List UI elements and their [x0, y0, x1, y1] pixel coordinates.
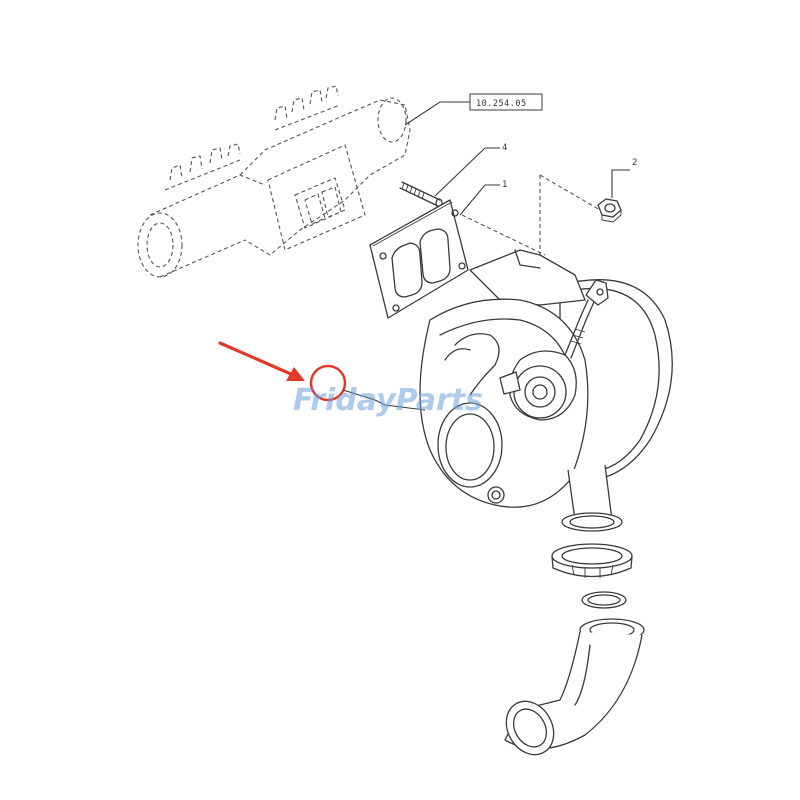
highlight-arrow: [218, 341, 302, 380]
assembly-line: [461, 214, 546, 256]
stud-part: [399, 181, 443, 208]
highlight-annotation: [218, 341, 347, 402]
part-leader-line: [342, 389, 386, 406]
highlight-arrow-head: [286, 367, 305, 381]
reference-label: 10.254.05: [476, 99, 527, 109]
part-leader-line: [384, 404, 426, 411]
reference-label-box[interactable]: [469, 93, 543, 111]
assembly-line: [539, 174, 601, 211]
exhaust-manifold: [137, 85, 411, 278]
callout-2-label[interactable]: 2: [632, 158, 637, 168]
callout-4-leader: [434, 147, 500, 197]
callout-4-label[interactable]: 4: [502, 143, 507, 153]
elbow-hose: [504, 618, 645, 756]
o-ring-seal: [581, 591, 627, 609]
gasket-part: [369, 199, 469, 319]
callout-2-leader: [611, 169, 630, 198]
callout-1-leader: [459, 184, 500, 216]
highlight-circle: [309, 364, 347, 402]
watermark-text: FridayParts: [293, 383, 483, 418]
outlet-clamp: [551, 543, 633, 578]
callout-1-label[interactable]: 1: [502, 180, 507, 190]
nut-part: [597, 198, 622, 223]
reference-leader-line: [404, 101, 470, 126]
turbocharger-part: [419, 249, 673, 532]
